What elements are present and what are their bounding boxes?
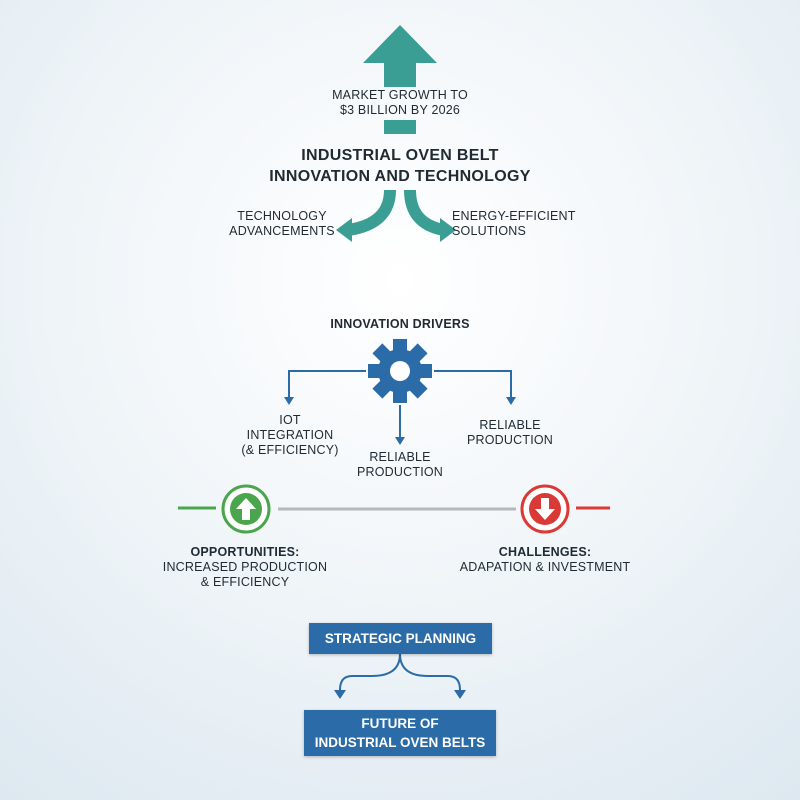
driver-iot-label: IOT INTEGRATION (& EFFICIENCY) [230, 413, 350, 458]
innovation-drivers-heading: INNOVATION DRIVERS [330, 317, 470, 331]
driver-left-line3: (& EFFICIENCY) [241, 443, 339, 457]
challenges-heading: CHALLENGES: [498, 545, 592, 559]
branch-left-line1: TECHNOLOGY [237, 209, 327, 223]
down-circle-icon [520, 484, 570, 534]
driver-arrowheads [284, 397, 516, 445]
challenges-line1: ADAPATION & INVESTMENT [459, 560, 631, 574]
future-line2: INDUSTRIAL OVEN BELTS [314, 735, 486, 750]
driver-center-line1: RELIABLE [369, 450, 431, 464]
challenges-label: CHALLENGES: ADAPATION & INVESTMENT [455, 545, 635, 575]
market-growth-line2: $3 BILLION BY 2026 [339, 103, 461, 117]
technology-advancements-label: TECHNOLOGY ADVANCEMENTS [222, 209, 342, 239]
market-growth-label: MARKET GROWTH TO $3 BILLION BY 2026 [310, 88, 490, 118]
future-box: FUTURE OF INDUSTRIAL OVEN BELTS [304, 710, 496, 756]
driver-center-label: RELIABLE PRODUCTION [340, 450, 460, 480]
title-line1: INDUSTRIAL OVEN BELT [301, 147, 499, 164]
driver-left-line1: IOT [279, 413, 301, 427]
strategic-planning-text: STRATEGIC PLANNING [324, 631, 477, 646]
branch-right-line1: ENERGY-EFFICIENT [452, 209, 576, 223]
opportunities-line2: & EFFICIENCY [200, 575, 290, 589]
opportunities-label: OPPORTUNITIES: INCREASED PRODUCTION & EF… [160, 545, 330, 590]
market-growth-line1: MARKET GROWTH TO [332, 88, 468, 102]
planning-connectors [339, 653, 461, 691]
driver-connectors [288, 370, 512, 438]
branch-right-arrowhead [440, 218, 456, 242]
branch-arrows-icon [346, 189, 446, 236]
branch-left-arrowhead [336, 218, 352, 242]
title-line2: INNOVATION AND TECHNOLOGY [269, 168, 531, 185]
driver-right-label: RELIABLE PRODUCTION [450, 418, 570, 448]
growth-arrow-icon [363, 25, 437, 134]
energy-efficient-label: ENERGY-EFFICIENT SOLUTIONS [452, 209, 592, 239]
opportunities-line1: INCREASED PRODUCTION [162, 560, 328, 574]
planning-arrowheads [334, 690, 466, 699]
future-line1: FUTURE OF [361, 716, 439, 731]
strategic-planning-box: STRATEGIC PLANNING [309, 623, 492, 654]
driver-right-line2: PRODUCTION [466, 433, 554, 447]
driver-center-line2: PRODUCTION [356, 465, 444, 479]
branch-left-line2: ADVANCEMENTS [229, 224, 335, 238]
page-title: INDUSTRIAL OVEN BELT INNOVATION AND TECH… [200, 145, 600, 187]
up-circle-icon [221, 484, 271, 534]
driver-left-line2: INTEGRATION [246, 428, 334, 442]
driver-right-line1: RELIABLE [479, 418, 541, 432]
gear-icon [368, 339, 432, 403]
opportunities-heading: OPPORTUNITIES: [190, 545, 300, 559]
branch-right-line2: SOLUTIONS [452, 224, 527, 238]
